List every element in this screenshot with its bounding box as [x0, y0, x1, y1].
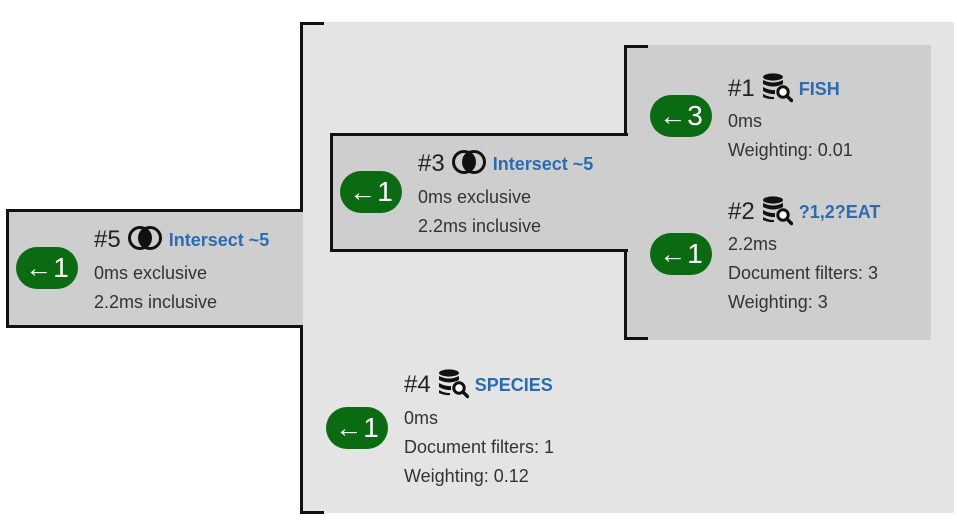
node-3-stat-exclusive: 0ms exclusive	[418, 187, 532, 207]
node-5-stat-exclusive: 0ms exclusive	[94, 263, 208, 283]
node-3-stat-inclusive: 2.2ms inclusive	[418, 216, 542, 236]
node-5-expand-button[interactable]: ← 1	[16, 247, 78, 289]
node-4-stat-document-filters: Document filters: 1	[404, 437, 555, 457]
node-4-header: #4 SPECIES	[404, 367, 553, 404]
node-5-stat-inclusive: 2.2ms inclusive	[94, 292, 218, 312]
database-search-icon	[761, 71, 793, 108]
node-3-header: #3 Intersect ~5	[418, 149, 593, 179]
node-4-label[interactable]: SPECIES	[474, 374, 553, 395]
node-1-header: #1 FISH	[728, 71, 840, 108]
node-1-stat-time: 0ms	[728, 111, 763, 131]
node-4-stat-weighting: Weighting: 0.12	[404, 466, 529, 486]
node-2-child-count: 1	[687, 238, 703, 269]
node-2-number: #2	[728, 198, 755, 225]
intersect-icon	[127, 225, 163, 256]
node-4-child-count: 1	[363, 412, 379, 443]
node-3-label[interactable]: Intersect ~5	[492, 153, 594, 174]
node-2-expand-button[interactable]: ← 1	[650, 233, 712, 275]
node-5-label[interactable]: Intersect ~5	[168, 229, 270, 250]
node-2-header: #2 ?1,2?EAT	[728, 194, 881, 231]
node-1-stat-weighting: Weighting: 0.01	[728, 140, 853, 160]
node-4-expand-button[interactable]: ← 1	[326, 407, 388, 449]
node-5-children-bracket	[300, 22, 324, 514]
node-1-expand-button[interactable]: ← 3	[650, 95, 712, 137]
database-search-icon	[761, 194, 793, 231]
node-5-child-count: 1	[53, 252, 69, 283]
left-arrow-icon: ←	[25, 252, 53, 283]
node-5-number: #5	[94, 226, 121, 253]
node-1-child-count: 3	[687, 100, 703, 131]
left-arrow-icon: ←	[349, 176, 377, 207]
left-arrow-icon: ←	[659, 238, 687, 269]
database-search-icon	[437, 367, 469, 404]
node-3-number: #3	[418, 150, 445, 177]
node-2-label[interactable]: ?1,2?EAT	[798, 201, 881, 222]
left-arrow-icon: ←	[335, 412, 363, 443]
node-2-stat-document-filters: Document filters: 3	[728, 263, 879, 283]
node-3-child-count: 1	[377, 176, 393, 207]
left-arrow-icon: ←	[659, 100, 687, 131]
intersect-icon	[451, 149, 487, 180]
node-4-stat-time: 0ms	[404, 408, 439, 428]
node-1-label[interactable]: FISH	[798, 78, 840, 99]
node-4-number: #4	[404, 371, 431, 398]
node-5-header: #5 Intersect ~5	[94, 225, 269, 255]
node-3-expand-button[interactable]: ← 1	[340, 171, 402, 213]
node-1-number: #1	[728, 75, 755, 102]
node-2-stat-weighting: Weighting: 3	[728, 292, 828, 312]
node-2-stat-time: 2.2ms	[728, 234, 778, 254]
